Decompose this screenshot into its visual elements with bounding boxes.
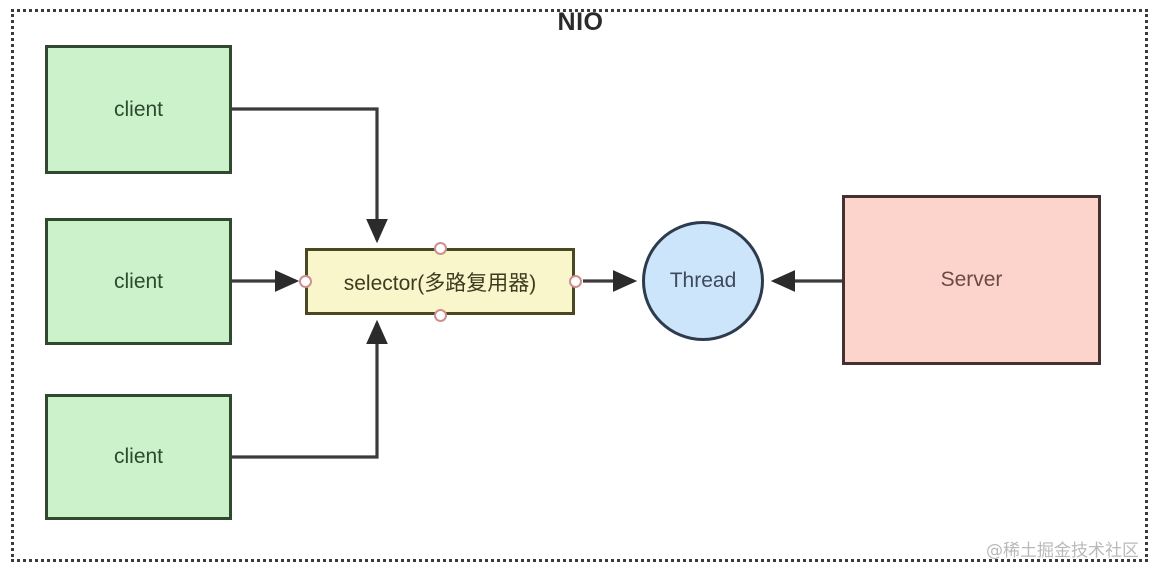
selector-handle-bottom-icon[interactable] — [434, 309, 447, 322]
diagram-frame — [11, 9, 1148, 562]
edge-client-top-selector — [232, 107, 388, 244]
selector-handle-right-icon[interactable] — [569, 275, 582, 288]
page-title: NIO — [557, 8, 604, 36]
node-label: selector(多路复用器) — [343, 271, 537, 295]
node-label: Thread — [669, 269, 737, 292]
node-label: client — [113, 97, 164, 121]
selector-handle-top-icon[interactable] — [434, 242, 447, 255]
node-client-middle[interactable]: client — [45, 218, 232, 345]
node-label: client — [113, 269, 164, 293]
selector-handle-left-icon[interactable] — [299, 275, 312, 288]
node-selector[interactable]: selector(多路复用器) — [305, 248, 575, 315]
node-thread[interactable]: Thread — [642, 221, 764, 341]
node-server[interactable]: Server — [842, 195, 1101, 365]
node-label: client — [113, 445, 164, 468]
node-label: Server — [940, 268, 1003, 291]
node-client-top[interactable]: client — [45, 45, 232, 174]
node-client-bottom[interactable]: client — [45, 394, 232, 520]
edge-client-bottom-selector — [232, 319, 388, 459]
watermark: @稀土掘金技术社区 — [986, 541, 1139, 561]
